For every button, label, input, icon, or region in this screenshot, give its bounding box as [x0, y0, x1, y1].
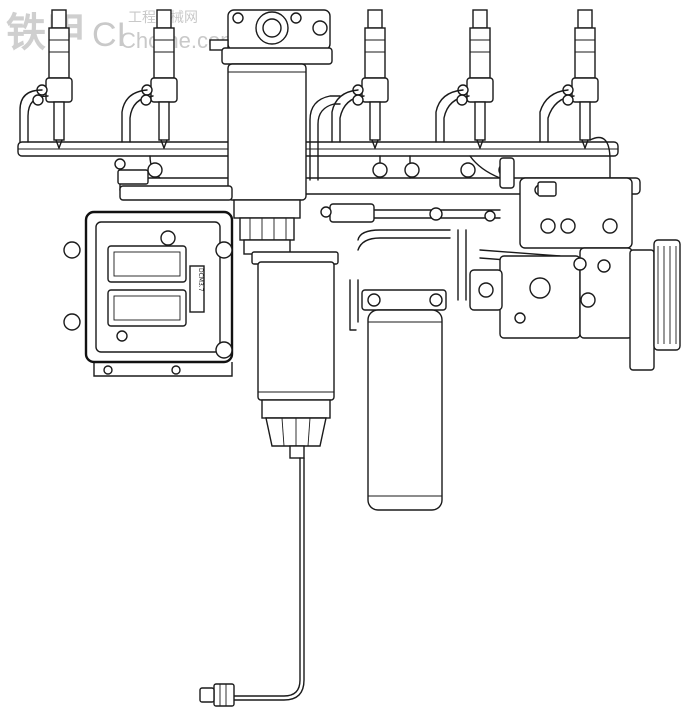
injector-4: [457, 9, 494, 149]
primary-fuel-filter: [227, 63, 307, 255]
injector-1: [36, 9, 73, 149]
watermark: 铁甲 CI Chome.com 工程机械网: [6, 9, 239, 56]
mounting-details: [32, 94, 574, 197]
watermark-site-prefix: CI: [92, 16, 126, 54]
wif-sensor-harness: [199, 457, 305, 707]
injector-2: [141, 9, 178, 149]
water-separator-filter: [251, 251, 339, 459]
ecu-plate-text: DCM3.7: [197, 268, 204, 292]
ecu-module: DCM3.7: [63, 185, 234, 377]
spin-on-filter: [361, 289, 447, 511]
watermark-logo-mark: 铁甲: [6, 10, 86, 56]
primary-filter-head: [209, 9, 333, 65]
injector-3: [352, 9, 389, 149]
injectors: [36, 9, 599, 149]
injector-5: [562, 9, 599, 149]
high-pressure-pump: [469, 177, 681, 371]
